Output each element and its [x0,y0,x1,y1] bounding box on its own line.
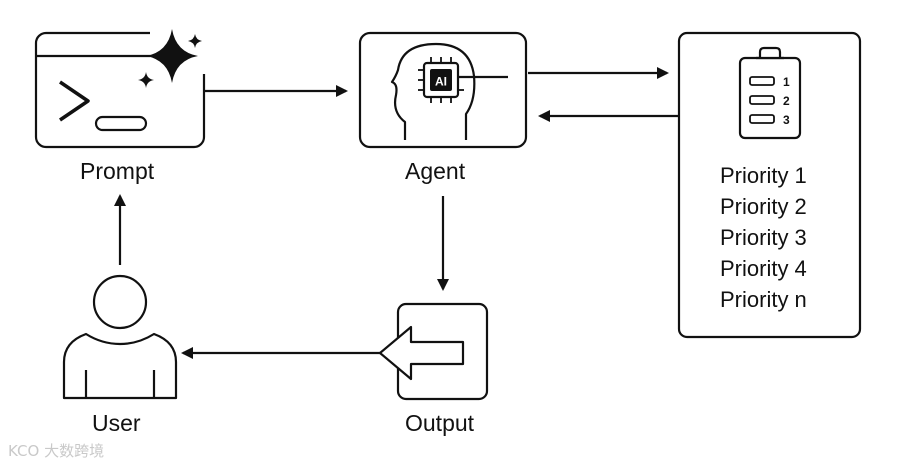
watermark: KCO 大数跨境 [8,442,105,460]
priority-node: 1 2 3 [677,31,862,339]
terminal-chevron-icon [59,80,90,122]
output-node [378,302,489,401]
output-arrow-icon [378,325,465,381]
priority-item: Priority 4 [720,256,807,281]
user-label: User [92,410,141,436]
priority-list: Priority 1 Priority 2 Priority 3 Priorit… [720,160,807,315]
terminal-cursor-icon [94,115,148,132]
ai-chip-text: AI [435,75,447,89]
output-label: Output [405,410,475,436]
priority-item: Priority n [720,287,807,312]
checklist-number-1: 1 [783,75,790,89]
priority-item: Priority 3 [720,225,807,250]
clipboard-checklist-icon: 1 2 3 [738,46,802,140]
user-icon [62,274,178,400]
prompt-label: Prompt [80,158,155,184]
checklist-number-3: 3 [783,113,790,127]
user-node [62,274,178,400]
agent-node: AI [358,31,528,149]
ai-chip-icon: AI [418,57,508,103]
agent-label: Agent [405,158,466,184]
priority-item: Priority 2 [720,194,807,219]
prompt-node [34,26,208,149]
checklist-number-2: 2 [783,94,790,108]
sparkle-icon [138,26,208,88]
priority-item: Priority 1 [720,163,807,188]
